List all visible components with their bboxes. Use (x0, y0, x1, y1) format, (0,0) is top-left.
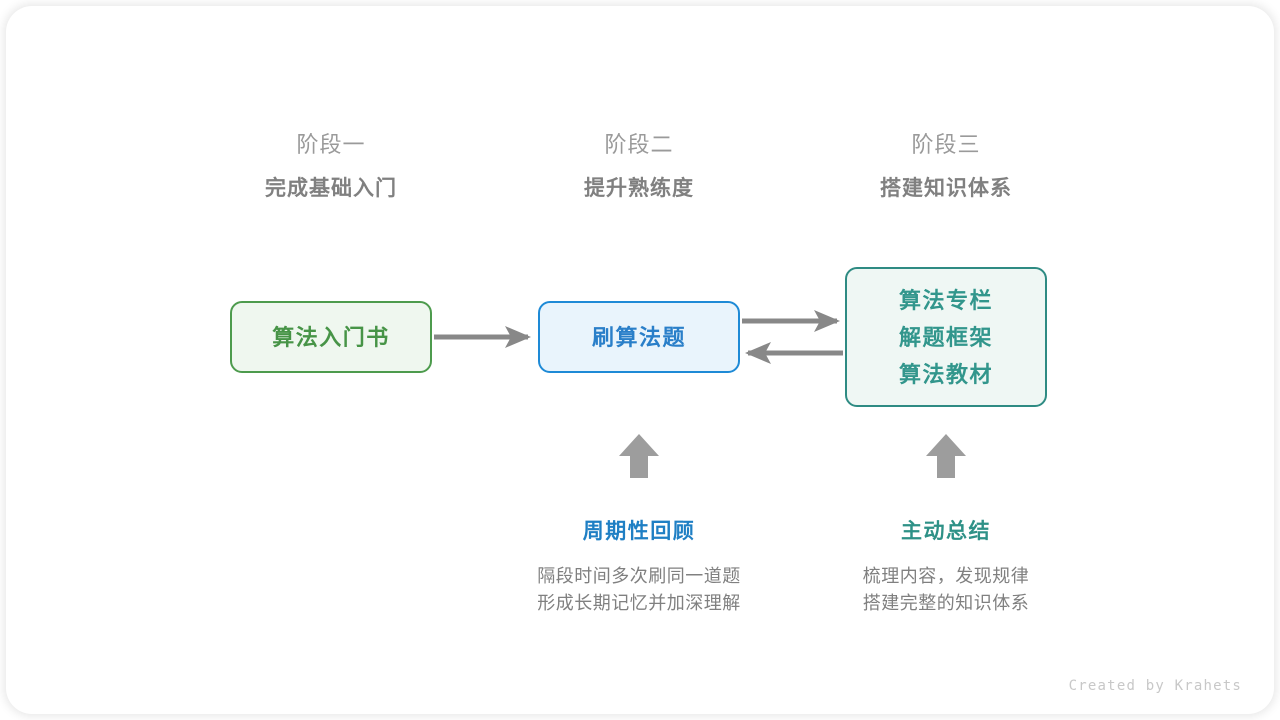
note-desc-line-2: 搭建完整的知识体系 (862, 593, 1030, 613)
stage-index-label-1: 阶段一 (296, 132, 366, 157)
stage-index-label-3: 阶段三 (911, 132, 981, 157)
flow-box-label: 算法专栏 (898, 287, 993, 313)
flow-box-label: 算法教材 (898, 361, 993, 387)
stage-index-label-2: 阶段二 (604, 132, 674, 157)
flow-box-label: 刷算法题 (591, 324, 686, 350)
note-title: 主动总结 (901, 520, 991, 543)
arrow-up-icon (619, 434, 659, 478)
flow-box-practice-problems[interactable]: 刷算法题 (538, 301, 740, 373)
note-desc-line-1: 隔段时间多次刷同一道题 (537, 566, 741, 586)
credit-text: Created by Krahets (1068, 678, 1242, 694)
note-active-summary: 主动总结 梳理内容，发现规律 搭建完整的知识体系 (796, 432, 1096, 617)
stage-heading-1: 阶段一 完成基础入门 (201, 130, 461, 205)
note-desc-line-1: 梳理内容，发现规律 (862, 566, 1030, 586)
note-title: 周期性回顾 (582, 520, 696, 543)
stage-title-1: 完成基础入门 (265, 177, 397, 200)
arrow-up-icon (926, 434, 966, 478)
note-periodic-review: 周期性回顾 隔段时间多次刷同一道题 形成长期记忆并加深理解 (489, 432, 789, 617)
stage-heading-2: 阶段二 提升熟练度 (509, 130, 769, 205)
flow-box-label: 解题框架 (898, 324, 993, 350)
flow-box-knowledge-system[interactable]: 算法专栏 解题框架 算法教材 (845, 267, 1047, 407)
stage-title-3: 搭建知识体系 (880, 177, 1012, 200)
stage-title-2: 提升熟练度 (584, 177, 694, 200)
flow-box-label: 算法入门书 (272, 324, 390, 350)
stage-heading-3: 阶段三 搭建知识体系 (816, 130, 1076, 205)
flow-box-algorithm-primer[interactable]: 算法入门书 (230, 301, 432, 373)
note-desc-line-2: 形成长期记忆并加深理解 (537, 593, 741, 613)
